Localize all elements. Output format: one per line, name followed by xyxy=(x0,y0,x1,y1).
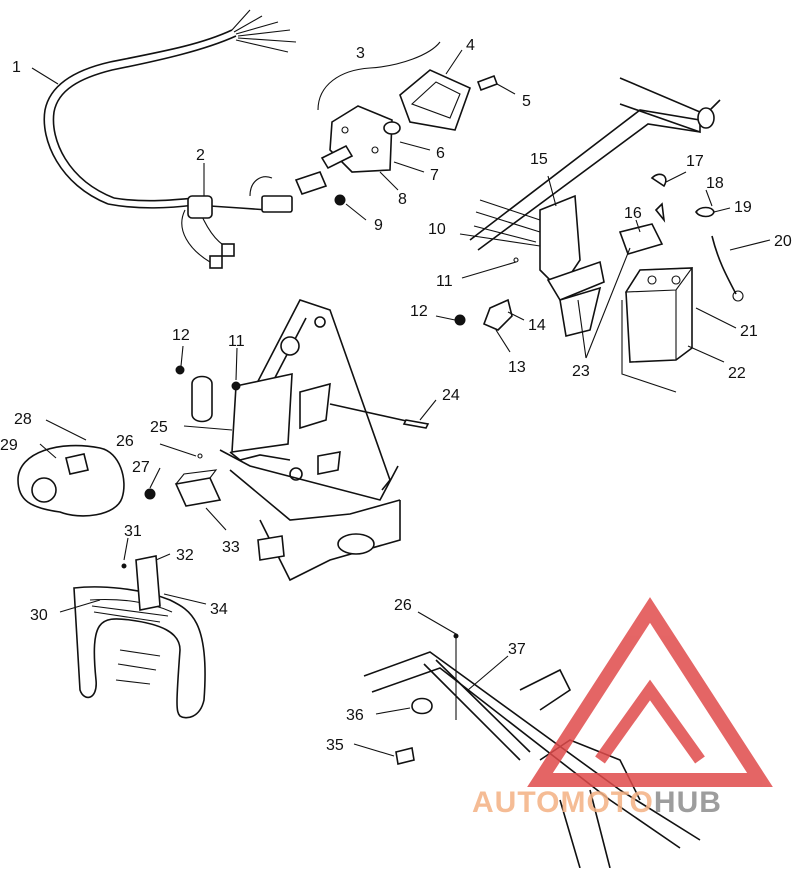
callout-1: 1 xyxy=(12,59,21,76)
callout-25: 25 xyxy=(150,419,168,436)
callout-35: 35 xyxy=(326,737,344,754)
callout-8: 8 xyxy=(398,191,407,208)
watermark-logo: AUTOMOTOHUB xyxy=(472,597,773,819)
callout-24: 24 xyxy=(442,387,460,404)
callout-28: 28 xyxy=(14,411,32,428)
watermark-text: AUTOMOTOHUB xyxy=(472,786,722,819)
callout-34: 34 xyxy=(210,601,228,618)
callout-26b: 26 xyxy=(394,597,412,614)
callout-4: 4 xyxy=(466,37,475,54)
callout-15: 15 xyxy=(530,151,548,168)
callout-10: 10 xyxy=(428,221,446,238)
callout-36: 36 xyxy=(346,707,364,724)
callout-20: 20 xyxy=(774,233,792,250)
callout-26: 26 xyxy=(116,433,134,450)
callout-23: 23 xyxy=(572,363,590,380)
callout-31: 31 xyxy=(124,523,142,540)
wiring-harness xyxy=(31,9,297,269)
callout-3: 3 xyxy=(356,45,365,62)
callout-33: 33 xyxy=(222,539,240,556)
callout-6: 6 xyxy=(436,145,445,162)
callout-13: 13 xyxy=(508,359,526,376)
callout-16: 16 xyxy=(624,205,642,222)
callout-17: 17 xyxy=(686,153,704,170)
battery-box-area xyxy=(435,77,771,393)
lower-frame-assembly xyxy=(353,611,701,869)
center-panel-frame xyxy=(144,299,437,582)
callout-11b: 11 xyxy=(228,333,245,350)
tail-light-assembly xyxy=(294,41,516,221)
callout-37: 37 xyxy=(508,641,526,658)
callout-9: 9 xyxy=(374,217,383,234)
callout-22: 22 xyxy=(728,365,746,382)
callout-19: 19 xyxy=(734,199,752,216)
callout-5: 5 xyxy=(522,93,531,110)
callout-12: 12 xyxy=(410,303,428,320)
callout-18: 18 xyxy=(706,175,724,192)
callout-14: 14 xyxy=(528,317,546,334)
callout-27: 27 xyxy=(132,459,150,476)
callout-11: 11 xyxy=(436,273,453,290)
callout-21: 21 xyxy=(740,323,758,340)
callout-12b: 12 xyxy=(172,327,190,344)
callout-29: 29 xyxy=(0,437,18,454)
callout-30: 30 xyxy=(30,607,48,624)
callout-2: 2 xyxy=(196,147,205,164)
left-components xyxy=(17,419,207,719)
callout-7: 7 xyxy=(430,167,439,184)
callout-labels: 1 2 3 4 5 6 7 8 9 10 11 12 13 14 15 16 1… xyxy=(0,37,792,754)
callout-32: 32 xyxy=(176,547,194,564)
